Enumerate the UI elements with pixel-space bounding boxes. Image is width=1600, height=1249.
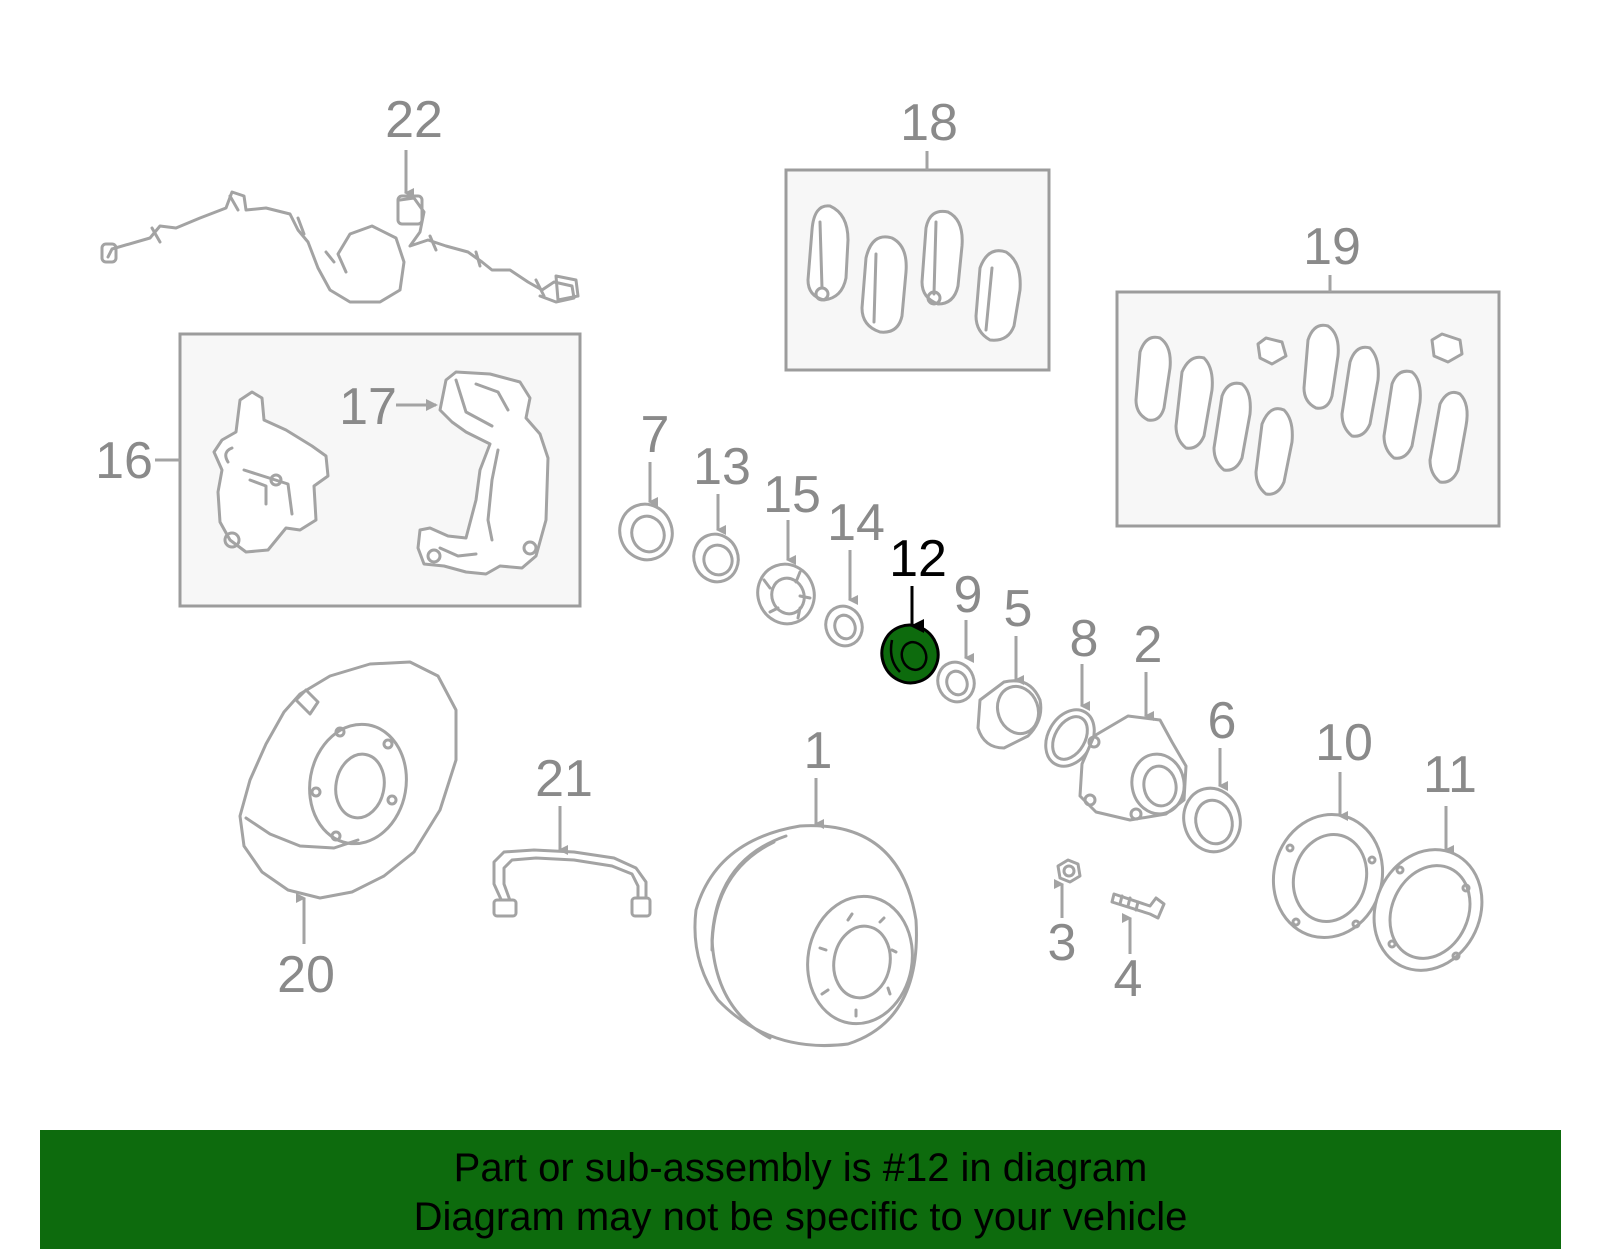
caption-band: Part or sub-assembly is #12 in diagram D… <box>40 1130 1561 1249</box>
part-5-hub-sleeve[interactable] <box>976 679 1045 750</box>
parts-diagram: 22 18 19 16 <box>95 91 1502 1048</box>
callout-18: 18 <box>900 94 958 152</box>
callout-9: 9 <box>954 566 983 624</box>
callout-8: 8 <box>1070 610 1099 668</box>
callout-11: 11 <box>1423 746 1477 804</box>
part-15-bearing[interactable] <box>749 556 822 632</box>
callout-6: 6 <box>1208 692 1237 750</box>
part-3-nut[interactable] <box>1056 858 1082 884</box>
part-19-brake-pads <box>1134 323 1469 496</box>
part-6-oil-seal[interactable] <box>1177 782 1248 858</box>
callout-7: 7 <box>641 406 670 464</box>
part-17-caliper-bracket[interactable] <box>416 370 550 576</box>
callout-12: 12 <box>889 530 947 588</box>
callout-2: 2 <box>1134 616 1163 674</box>
callout-5: 5 <box>1004 580 1033 638</box>
part-14-snap-ring[interactable] <box>820 601 868 651</box>
callout-20: 20 <box>277 946 335 1004</box>
callout-4: 4 <box>1114 950 1143 1008</box>
caption-line-disclaimer: Diagram may not be specific to your vehi… <box>413 1195 1188 1239</box>
caption-line-part: Part or sub-assembly is #12 in diagram <box>453 1146 1148 1190</box>
callout-15: 15 <box>763 466 821 524</box>
part-13-bearing-race[interactable] <box>687 528 745 588</box>
part-16-caliper <box>212 390 330 554</box>
part-22-abs-sensor-wire[interactable] <box>100 190 580 304</box>
callout-22: 22 <box>385 91 443 149</box>
part-7-oil-seal[interactable] <box>612 497 680 567</box>
part-9-spacer[interactable] <box>932 657 980 707</box>
part-12-highlighted[interactable] <box>874 617 946 691</box>
callout-13: 13 <box>693 438 751 496</box>
part-4-bolt[interactable] <box>1110 892 1166 920</box>
callout-3: 3 <box>1048 914 1077 972</box>
callout-10: 10 <box>1315 714 1373 772</box>
callout-19: 19 <box>1303 218 1361 276</box>
part-1-brake-rotor[interactable] <box>693 824 922 1048</box>
callout-14: 14 <box>827 494 885 552</box>
part-21-brake-hose[interactable] <box>492 848 652 918</box>
callout-17: 17 <box>339 378 397 436</box>
callout-1: 1 <box>804 722 833 780</box>
callout-21: 21 <box>535 750 593 808</box>
part-10-backing-flange[interactable] <box>1260 802 1396 950</box>
part-11-gasket[interactable] <box>1355 832 1502 988</box>
part-20-backing-plate[interactable] <box>238 660 458 900</box>
callout-16: 16 <box>95 432 153 490</box>
part-18-brake-pads <box>806 204 1022 342</box>
part-2-axle-hub[interactable] <box>1078 714 1189 822</box>
